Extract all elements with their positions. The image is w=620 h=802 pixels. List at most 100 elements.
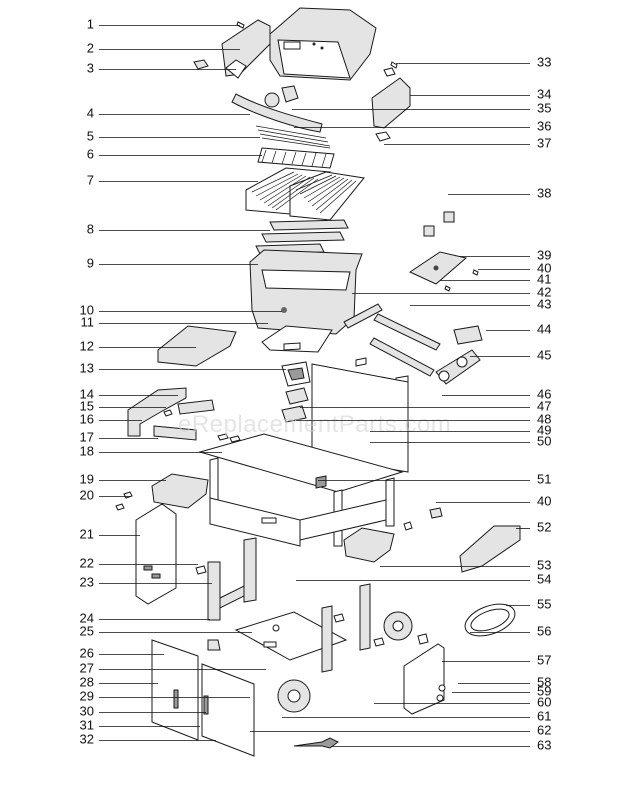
leg-brace-part — [219, 585, 245, 609]
cookbox-opening — [261, 269, 351, 291]
frame-connector-part-51 — [315, 475, 327, 489]
callout-number: 42 — [537, 284, 551, 299]
callout-number: 13 — [80, 360, 94, 375]
side-handle-part — [459, 525, 521, 573]
callout-number: 58 — [537, 674, 551, 689]
callout-number: 62 — [537, 722, 551, 737]
callouts-right: 3334353637383940414243444546474849505140… — [250, 54, 551, 752]
callout-number: 2 — [87, 40, 94, 55]
screw-part-40 — [472, 269, 479, 276]
callout-number: 9 — [87, 255, 94, 270]
callout-number: 53 — [537, 557, 551, 572]
ignitor-part — [343, 303, 383, 329]
callout-number: 4 — [87, 105, 94, 120]
frame-label-plate — [261, 517, 277, 524]
caster-part-25 — [207, 639, 221, 651]
callout-number: 49 — [537, 422, 551, 437]
left-panel-part — [135, 503, 177, 605]
lid-handle-part — [231, 93, 323, 133]
regulator-part — [453, 325, 483, 345]
callout-number: 40 — [537, 260, 551, 275]
callout-number: 29 — [80, 688, 94, 703]
shelf-hole — [272, 624, 280, 632]
callout-number: 54 — [537, 571, 551, 586]
callout-number: 48 — [537, 411, 551, 426]
screw-part — [355, 357, 367, 367]
callout-number: 45 — [537, 347, 551, 362]
callout-number: 55 — [537, 596, 551, 611]
bolt-part — [217, 433, 229, 441]
frame-bar-part — [153, 425, 197, 441]
right-end-cap-part — [371, 77, 411, 129]
callout-number: 57 — [537, 652, 551, 667]
frame-leg-part — [385, 477, 395, 527]
frame-top-part — [198, 433, 404, 493]
callout-number: 12 — [80, 338, 94, 353]
lid-dot — [320, 46, 324, 50]
bolt-part — [333, 613, 345, 623]
callout-number: 51 — [537, 471, 551, 486]
callout-number: 50 — [537, 433, 551, 448]
callout-number: 15 — [80, 398, 94, 413]
knob-part-37 — [375, 131, 391, 142]
callout-number: 63 — [537, 737, 551, 752]
side-frame-part — [127, 387, 187, 437]
catch-pan-holder-inner — [287, 367, 305, 381]
screw-part-1 — [236, 21, 245, 29]
callouts-left: 1234567891011121314151617181920212223242… — [80, 16, 286, 746]
clip-part — [403, 521, 413, 531]
warming-grate-part — [257, 147, 335, 169]
callout-number: 37 — [537, 135, 551, 150]
left-handle-bracket-part — [225, 59, 247, 79]
callout-number: 38 — [537, 185, 551, 200]
lid-logo-plate — [283, 41, 301, 50]
screw-part-41 — [444, 285, 451, 292]
knob-part — [193, 59, 209, 70]
catch-pan-tray-part — [261, 325, 333, 353]
right-panel-part — [403, 643, 445, 715]
nut-part-59 — [436, 694, 444, 702]
frame-front-panel-part — [209, 497, 301, 547]
callout-number: 39 — [537, 247, 551, 262]
callout-number: 14 — [80, 386, 94, 401]
callout-number: 34 — [537, 86, 551, 101]
heat-shield-panel-part — [311, 363, 409, 473]
callout-number: 28 — [80, 674, 94, 689]
callout-number: 25 — [80, 623, 94, 638]
wheel-hub — [287, 689, 301, 703]
clip-part — [383, 67, 396, 77]
callout-number: 1 — [87, 16, 94, 31]
parts-artwork — [115, 7, 521, 757]
cooking-grate-bars-right — [295, 174, 357, 214]
tray-part-48 — [281, 405, 307, 423]
leg-part — [207, 561, 221, 621]
burner-tube-part — [373, 313, 441, 351]
flavorizer-bar-part — [261, 231, 345, 243]
callout-number: 18 — [80, 443, 94, 458]
left-panel-slot — [151, 573, 161, 579]
callout-number: 44 — [537, 321, 551, 336]
bottom-shelf-part — [234, 611, 348, 661]
right-leg-part — [359, 583, 371, 651]
burner-tube-part — [369, 337, 435, 377]
callout-number: 11 — [81, 314, 95, 329]
bolt-part — [373, 637, 385, 647]
frame-side-panel-part — [299, 499, 387, 541]
scale-part-19 — [151, 473, 209, 509]
screw-part-33 — [390, 61, 398, 69]
callout-number: 27 — [80, 660, 94, 675]
watermark-text: eReplacementParts.com — [178, 411, 451, 438]
callout-number: 26 — [80, 645, 94, 660]
bolt-part — [163, 409, 173, 417]
callout-number: 8 — [87, 221, 94, 236]
tray-part-47 — [285, 387, 309, 405]
right-door-part — [201, 663, 255, 757]
callout-number: 60 — [537, 694, 551, 709]
callout-number: 17 — [80, 429, 94, 444]
callout-number: 3 — [87, 60, 94, 75]
control-knob-part — [423, 225, 435, 237]
callout-number: 41 — [537, 271, 551, 286]
callout-number: 61 — [537, 708, 551, 723]
callout-number: 16 — [80, 411, 94, 426]
